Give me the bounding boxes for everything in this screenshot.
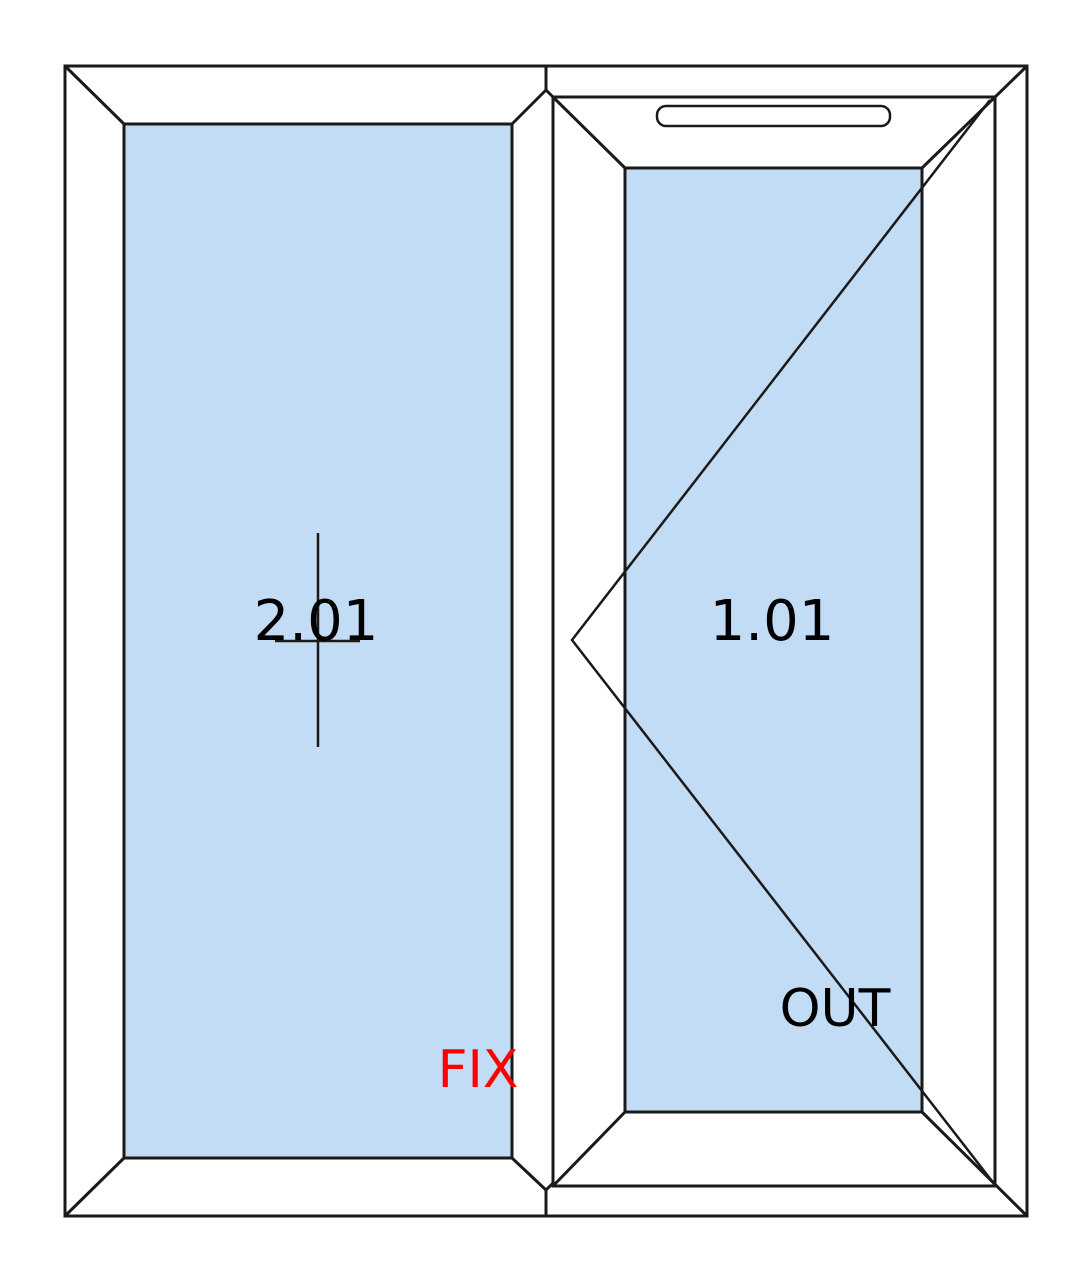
bevel xyxy=(510,88,548,126)
bevel xyxy=(920,1110,1029,1218)
glass-right xyxy=(623,166,924,1114)
pane-id-right: 1.01 xyxy=(710,589,835,654)
bevel xyxy=(63,64,126,126)
bevel xyxy=(920,64,1029,170)
bevel xyxy=(551,95,627,170)
opening-direction-icon xyxy=(570,99,996,1186)
bevel xyxy=(551,1110,627,1188)
pane-type-right: OUT xyxy=(780,979,891,1039)
sash-frame xyxy=(551,95,997,1188)
pane-id-left: 2.01 xyxy=(254,589,379,654)
bevel xyxy=(510,1156,548,1192)
vent-slot-icon xyxy=(655,104,892,128)
pane-type-left: FIX xyxy=(438,1040,519,1100)
bevel xyxy=(63,1156,126,1218)
